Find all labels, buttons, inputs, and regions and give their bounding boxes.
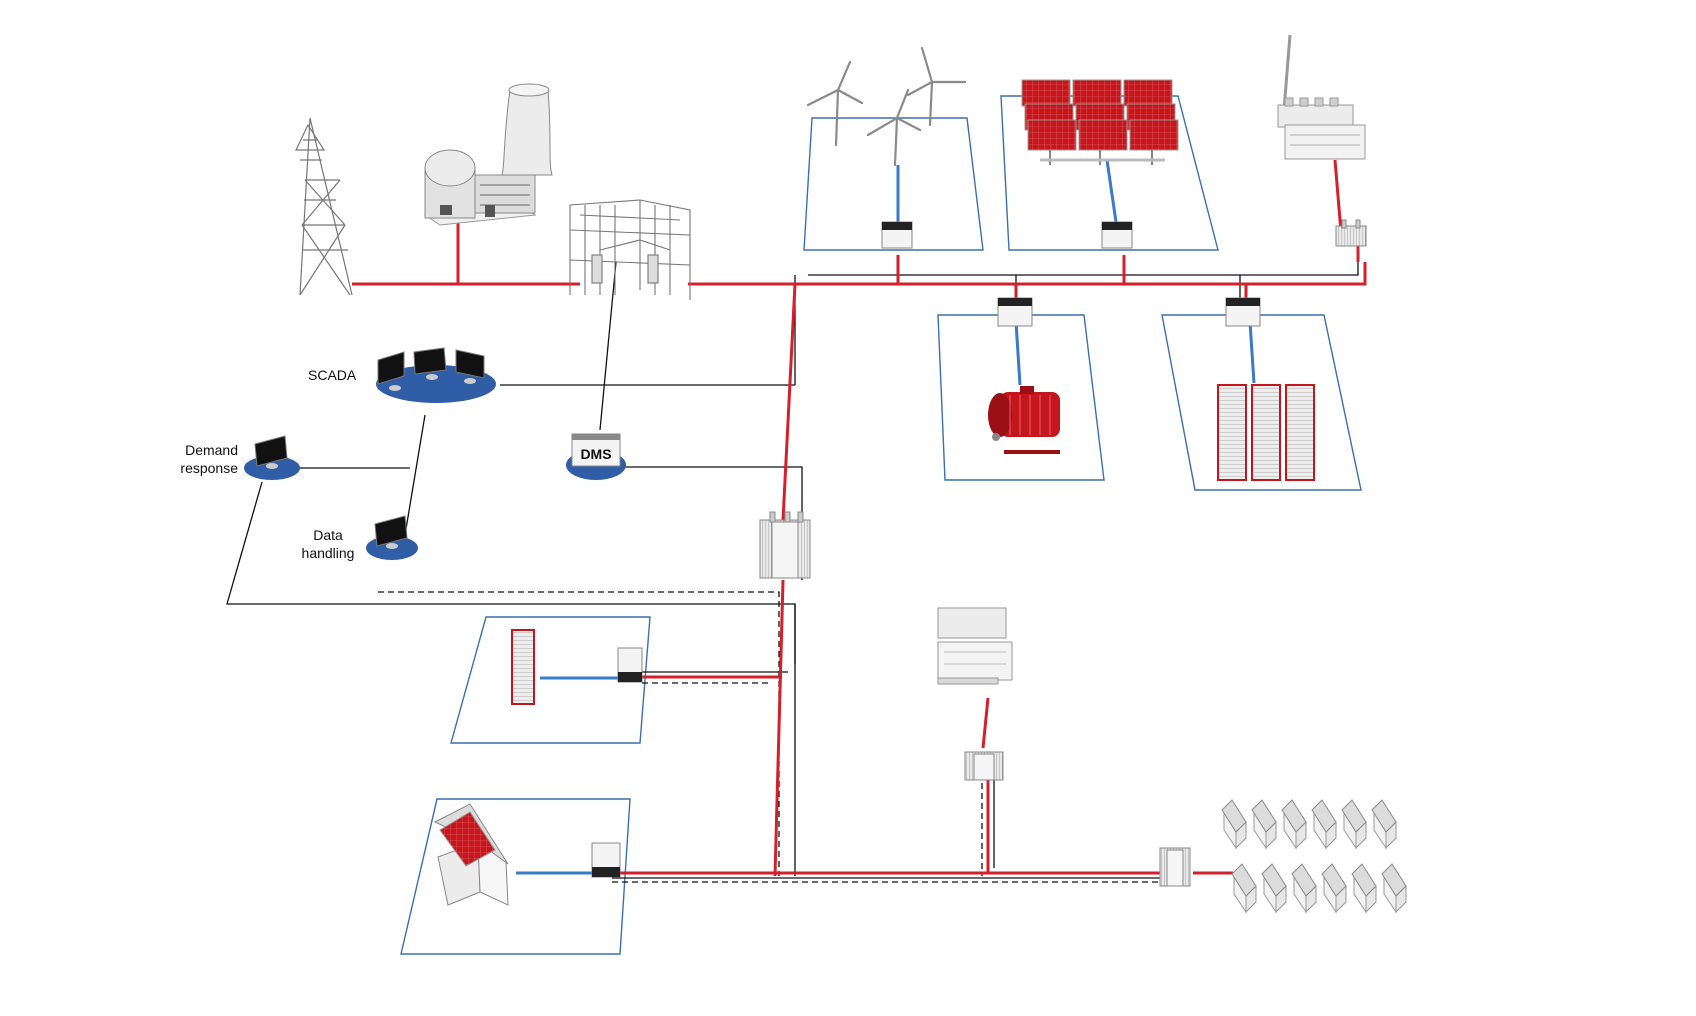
battery-prosumer-area: [450, 616, 651, 744]
transformer-top-right: [1335, 219, 1367, 247]
inverter-house: [591, 842, 621, 878]
house-icon: [1381, 863, 1407, 914]
dc-lines: [516, 159, 1256, 875]
house-icon: [1291, 863, 1317, 914]
data-handling-label: Data handling: [288, 526, 368, 562]
transformer-icon: [759, 219, 1367, 887]
house-icon: [1231, 863, 1257, 914]
industrial-plant-icon: [1277, 34, 1366, 160]
data-handling-label-line2: handling: [301, 545, 355, 561]
cooling-tower-icon: [508, 83, 550, 97]
house-icon: [1311, 799, 1337, 850]
wind-farm-area: [803, 117, 984, 251]
scada-station: [376, 347, 496, 403]
industrial-building-icon: [937, 607, 1013, 685]
house-icon: [1351, 863, 1377, 914]
residential-houses: [1221, 799, 1407, 914]
transformer-residential: [1159, 847, 1191, 887]
inverter-solar: [1101, 221, 1133, 249]
house-icon: [1321, 863, 1347, 914]
inverter-icon: [591, 221, 1261, 878]
inverter-wind: [881, 221, 913, 249]
data-handling-station: [366, 515, 418, 560]
house-icon: [1341, 799, 1367, 850]
substation-icon: [569, 199, 691, 300]
monitor-icon: [377, 347, 485, 391]
house-icon: [1221, 799, 1247, 850]
house-icon: [433, 803, 509, 906]
battery-storage-icon: [511, 384, 1315, 705]
monitor-icon: [254, 435, 288, 467]
storage-area: [1161, 314, 1362, 491]
house-icon: [1371, 799, 1397, 850]
area-boundaries: [400, 95, 1362, 955]
solar-panel-icon: [1021, 79, 1179, 165]
nuclear-power-plant-icon: [423, 83, 553, 226]
data-handling-label-line1: Data: [313, 527, 343, 543]
demand-response-label-line2: response: [180, 460, 238, 476]
demand-response-label-line1: Demand: [185, 442, 238, 458]
motor-area: [937, 314, 1105, 481]
electric-motor-icon: [988, 386, 1060, 454]
scada-label: SCADA: [308, 367, 357, 383]
transformer-industrial: [964, 751, 1004, 781]
dashed-communication-lines: [378, 591, 1160, 883]
house-icon: [1251, 799, 1277, 850]
monitor-icon: [374, 515, 408, 547]
dms-label: DMS: [580, 446, 611, 462]
battery-prosumer-rack: [511, 629, 535, 705]
inverter-battery-prosumer: [617, 647, 643, 683]
demand-response-label: Demand response: [160, 441, 238, 477]
house-icon: [1261, 863, 1287, 914]
communication-lines: [226, 261, 1359, 879]
transmission-tower-icon: [295, 117, 353, 296]
power-lines: [352, 159, 1367, 877]
demand-response-station: [244, 435, 300, 480]
transformer-main: [759, 511, 811, 579]
house-icon: [1281, 799, 1307, 850]
house-prosumer-area: [400, 798, 631, 955]
inverter-storage: [1225, 297, 1261, 327]
dms-station: DMS: [566, 433, 626, 480]
wind-turbine-icon: [806, 46, 967, 167]
inverter-motor: [997, 297, 1033, 327]
